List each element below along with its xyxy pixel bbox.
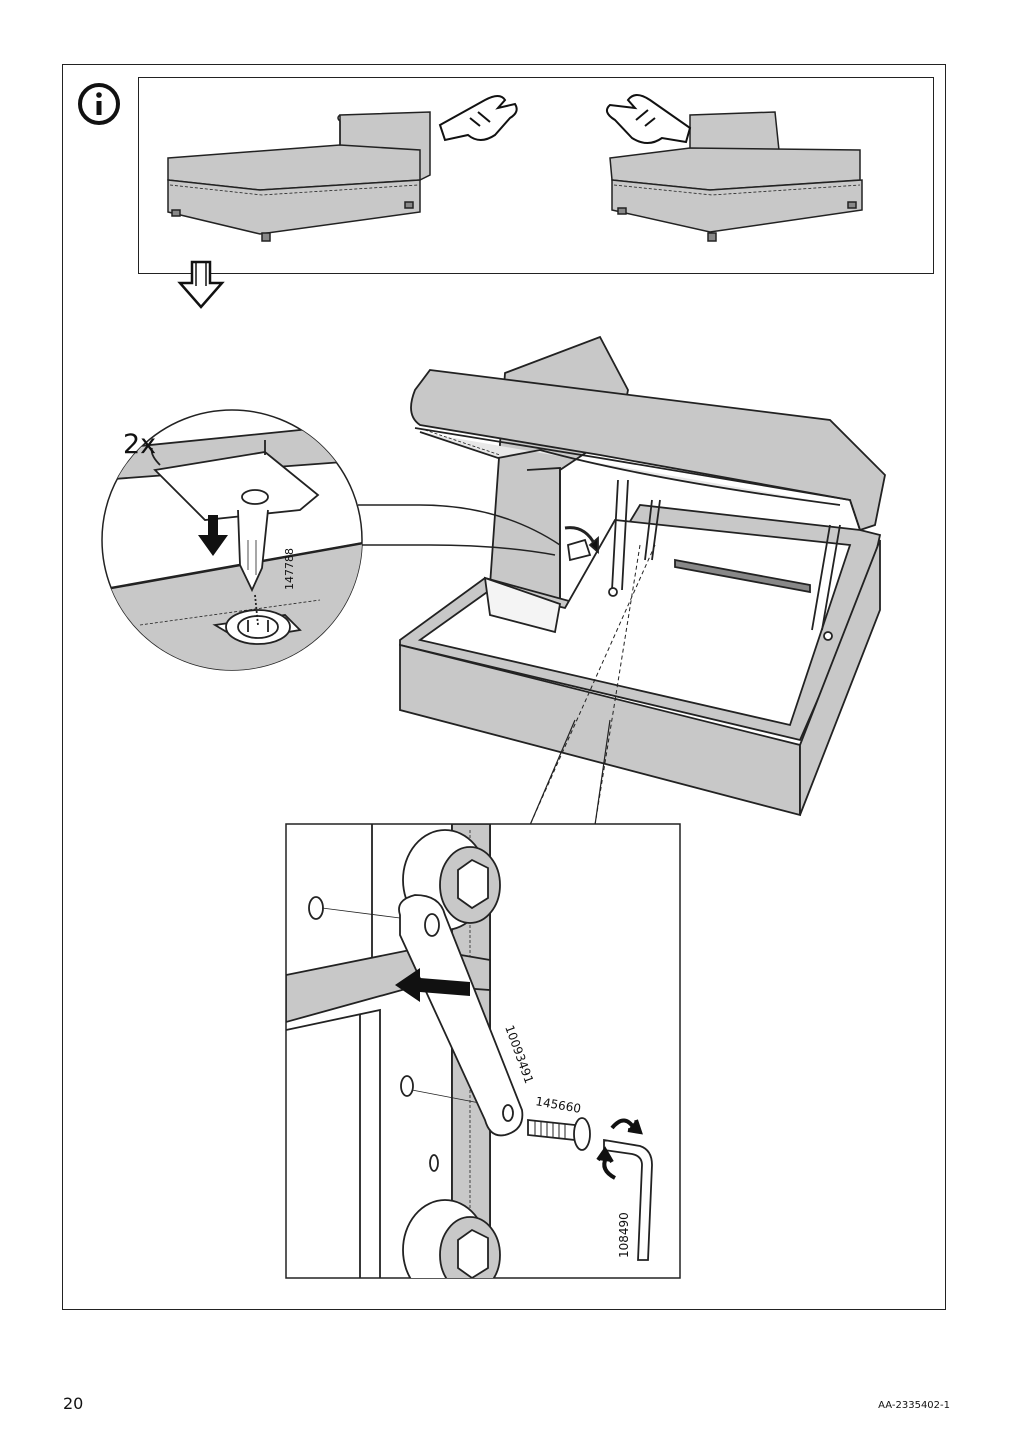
- info-panel: [138, 77, 934, 274]
- sofa-storage-illustration: [399, 335, 886, 817]
- part-number-bracket: 147788: [283, 548, 296, 590]
- hollow-arrow-down-icon: [177, 260, 225, 309]
- hand-point-left-icon: [605, 94, 692, 144]
- info-icon: [78, 83, 120, 125]
- bolt-detail-panel: 10093491 145660 108490: [285, 823, 681, 1279]
- page-number: 20: [63, 1394, 84, 1413]
- rotate-arrow-icon: [596, 1118, 643, 1180]
- chaise-left-option: [167, 111, 431, 242]
- push-arrow-down-icon: [198, 515, 228, 556]
- push-arrow-left-icon: [395, 968, 470, 1002]
- document-code: AA-2335402-1: [878, 1400, 950, 1411]
- quantity-label: 2x: [123, 429, 156, 460]
- chaise-right-option: [609, 111, 863, 242]
- circle-leader-lines: [345, 504, 561, 556]
- part-number-allen-key: 108490: [617, 1212, 631, 1258]
- instruction-frame: [62, 64, 946, 1310]
- hand-point-right-icon: [438, 95, 518, 142]
